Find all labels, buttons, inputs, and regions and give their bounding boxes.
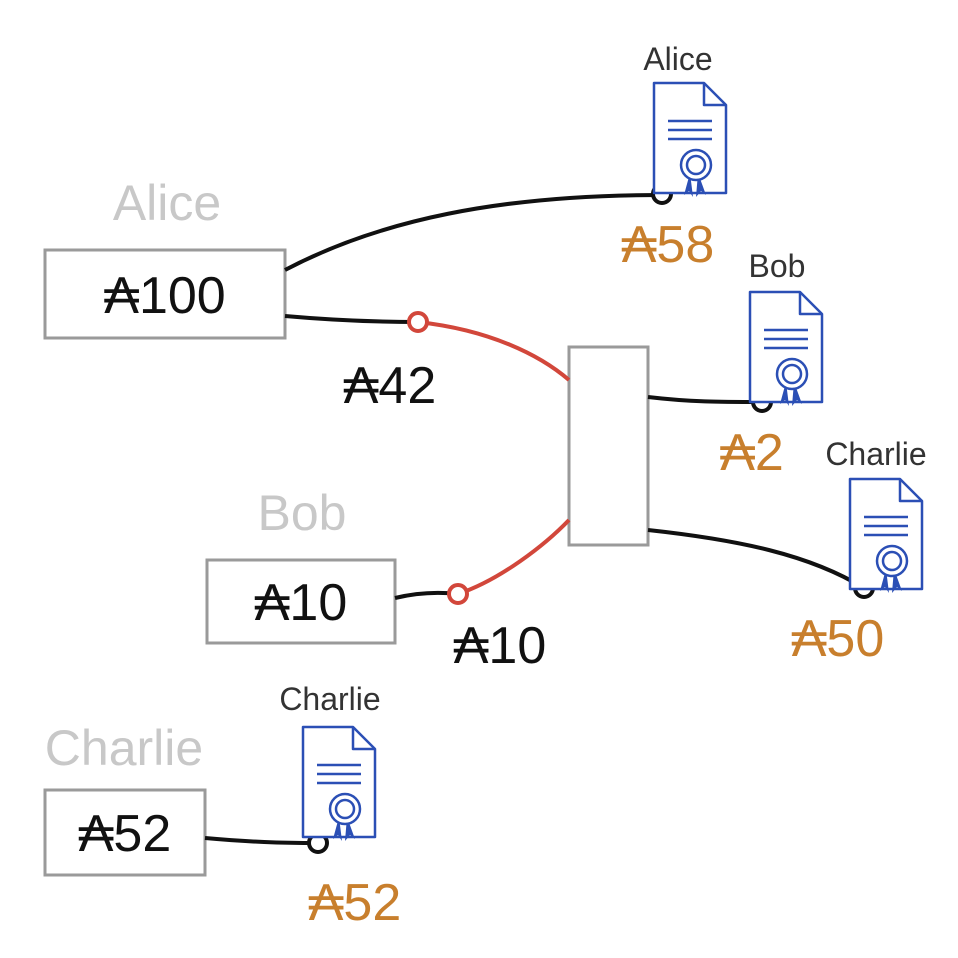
certificate-icon — [848, 477, 924, 595]
output-recipient-label: Bob — [749, 248, 806, 284]
wire-alice-change — [284, 193, 661, 272]
output-amount: ₳58 — [622, 216, 715, 274]
wallet-amount: ₳10 — [255, 574, 348, 632]
output-recipient-label: Charlie — [279, 681, 380, 717]
wallet-owner-label: Bob — [258, 485, 347, 541]
wire-alice-input — [284, 314, 419, 324]
certificate-icon — [301, 725, 377, 843]
wire-charlie-change — [204, 836, 319, 845]
wallet-amount: ₳100 — [104, 267, 225, 325]
transaction-box — [567, 345, 650, 547]
output-recipient-label: Alice — [643, 41, 712, 77]
input-connector-spent — [447, 583, 469, 605]
output-recipient-label: Charlie — [825, 436, 926, 472]
input-amount: ₳42 — [344, 357, 437, 415]
certificate-icon — [748, 290, 824, 408]
wallet-box-alice — [43, 248, 287, 340]
wallet-owner-label: Charlie — [45, 720, 203, 776]
wallet-box-charlie — [43, 788, 207, 877]
output-amount: ₳50 — [792, 610, 885, 668]
wallet-owner-label: Alice — [113, 175, 221, 231]
wire-bob-input-spent — [457, 518, 571, 596]
certificate-icon — [652, 81, 728, 199]
wallet-box-bob — [205, 558, 397, 645]
wire-output-charlie — [647, 528, 866, 590]
output-amount: ₳2 — [720, 424, 784, 482]
wallet-amount: ₳52 — [79, 805, 172, 863]
output-amount: ₳52 — [309, 874, 402, 932]
input-connector-spent — [407, 311, 429, 333]
input-amount: ₳10 — [454, 617, 547, 675]
wire-alice-input-spent — [417, 320, 571, 382]
wire-output-bob — [647, 395, 763, 404]
